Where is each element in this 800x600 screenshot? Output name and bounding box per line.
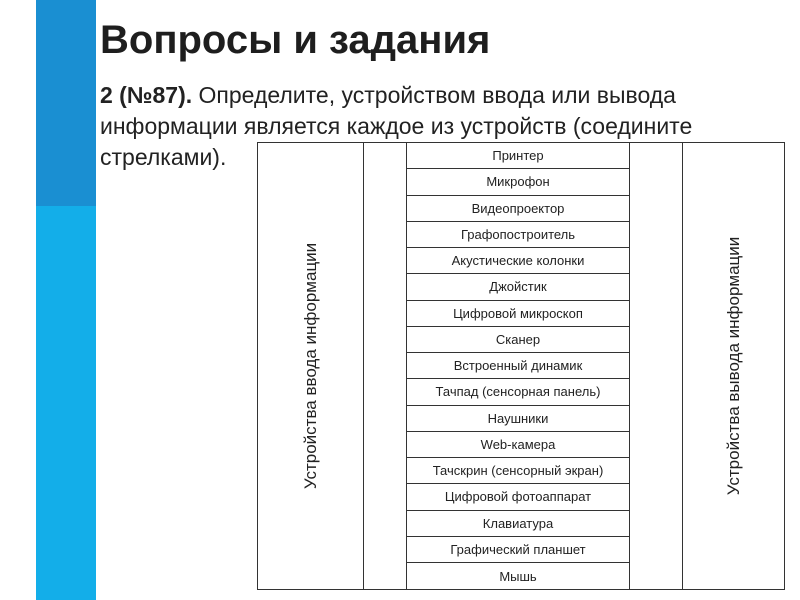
device-row: Тачскрин (сенсорный экран) — [407, 458, 629, 485]
device-row: Акустические колонки — [407, 248, 629, 275]
device-row: Видеопроектор — [407, 196, 629, 222]
device-row: Тачпад (сенсорная панель) — [407, 379, 629, 406]
device-row: Клавиатура — [407, 511, 629, 537]
task-text: Определите, устройством ввода или вывода… — [100, 82, 693, 170]
device-row: Наушники — [407, 406, 629, 432]
sidebar-accent-dark — [36, 0, 96, 206]
device-row: Встроенный динамик — [407, 353, 629, 380]
input-devices-label: Устройства ввода информации — [300, 242, 320, 490]
device-row: Мышь — [499, 568, 537, 584]
device-row: Принтер — [407, 143, 629, 170]
task-number: 2 (№87). — [100, 82, 193, 108]
device-row: Цифровой фотоаппарат — [407, 484, 629, 511]
output-answer-column — [630, 143, 683, 589]
device-row: Web-камера — [407, 432, 629, 458]
device-row: Микрофон — [407, 169, 629, 196]
device-row: Графический планшет — [407, 537, 629, 563]
task-paragraph: 2 (№87). Определите, устройством ввода и… — [100, 80, 780, 173]
slide-title: Вопросы и задания — [100, 18, 491, 62]
sidebar-accent-light — [36, 206, 96, 600]
device-row: Джойстик — [407, 274, 629, 301]
output-devices-label: Устройства вывода информации — [723, 236, 743, 496]
device-row: Цифровой микроскоп — [407, 301, 629, 327]
output-devices-column: Устройства вывода информации — [683, 143, 784, 589]
input-answer-column — [364, 143, 407, 589]
device-row: Графопостроитель — [407, 222, 629, 248]
input-devices-column: Устройства ввода информации — [258, 143, 364, 589]
device-row: Сканер — [407, 327, 629, 353]
